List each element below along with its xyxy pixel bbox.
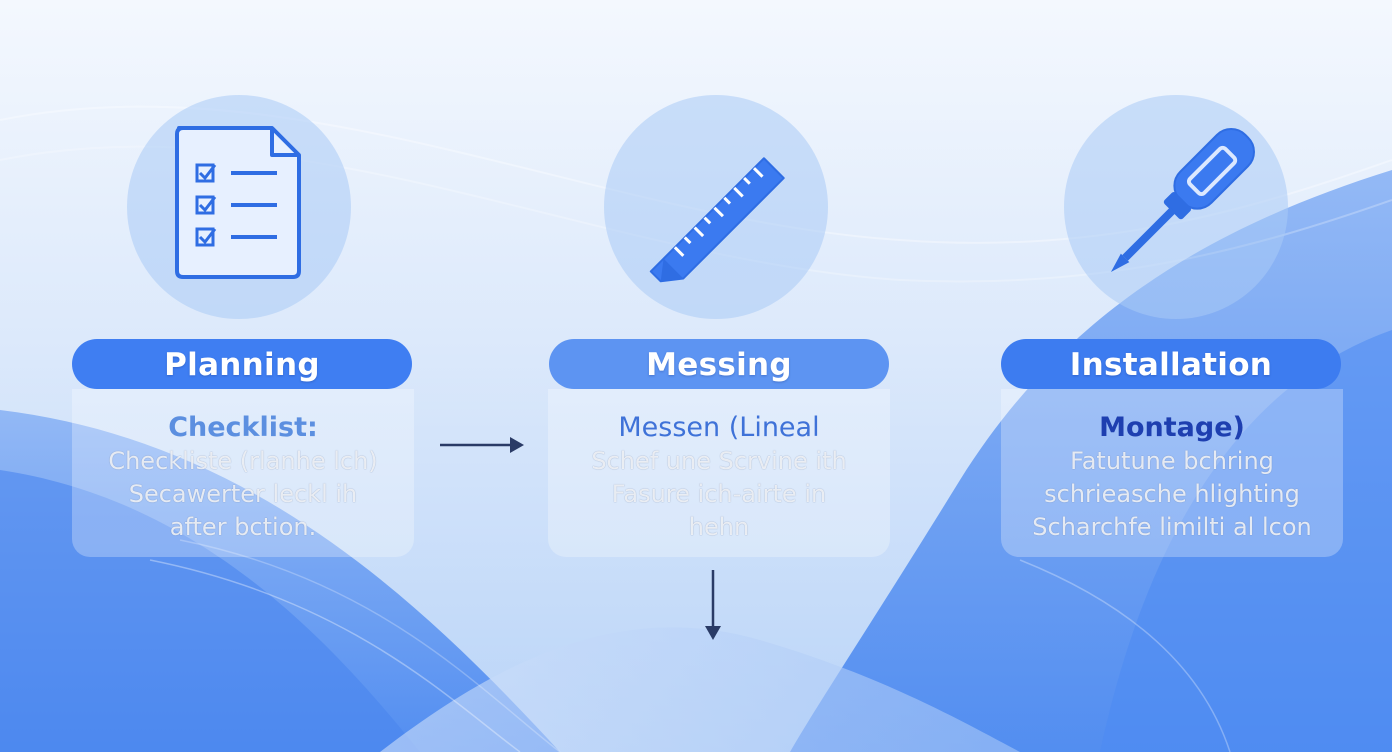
messing-card-title: Messen (Lineal	[618, 412, 820, 443]
messing-card-line: Schef une Scrvine ith	[591, 447, 847, 475]
planning-card-title: Checklist:	[168, 412, 318, 443]
installation-heading: Installation	[1001, 339, 1341, 389]
installation-card-line: Fatutune bchring	[1070, 447, 1274, 475]
installation-icon-circle	[1064, 95, 1288, 319]
installation-card-title: Montage)	[1099, 412, 1245, 443]
planning-heading: Planning	[72, 339, 412, 389]
messing-card: Messen (Lineal Schef une Scrvine ith Fas…	[548, 389, 890, 557]
installation-card-line: Scharchfe limilti al lcon	[1032, 513, 1312, 541]
messing-card-line: hehn	[688, 513, 750, 541]
planning-icon-circle	[127, 95, 351, 319]
planning-card-line: after bction.	[169, 513, 317, 541]
planning-card-line: Secawerter leckl ih	[128, 480, 358, 508]
messing-card-line: Fasure ich-airte in	[611, 480, 827, 508]
messing-icon-circle	[604, 95, 828, 319]
right-arrow-icon	[440, 437, 524, 453]
down-arrow-icon	[705, 570, 721, 640]
messing-heading: Messing	[549, 339, 889, 389]
screwdriver-icon	[1110, 128, 1255, 273]
checklist-document-icon	[175, 126, 301, 279]
planning-card: Checklist: Checkliste (rlanhe lch) Secaw…	[72, 389, 414, 557]
planning-card-line: Checkliste (rlanhe lch)	[108, 447, 378, 475]
installation-card: Montage) Fatutune bchring schrieasche hl…	[1001, 389, 1343, 557]
installation-card-line: schrieasche hlighting	[1044, 480, 1300, 508]
ruler-icon	[649, 157, 785, 283]
